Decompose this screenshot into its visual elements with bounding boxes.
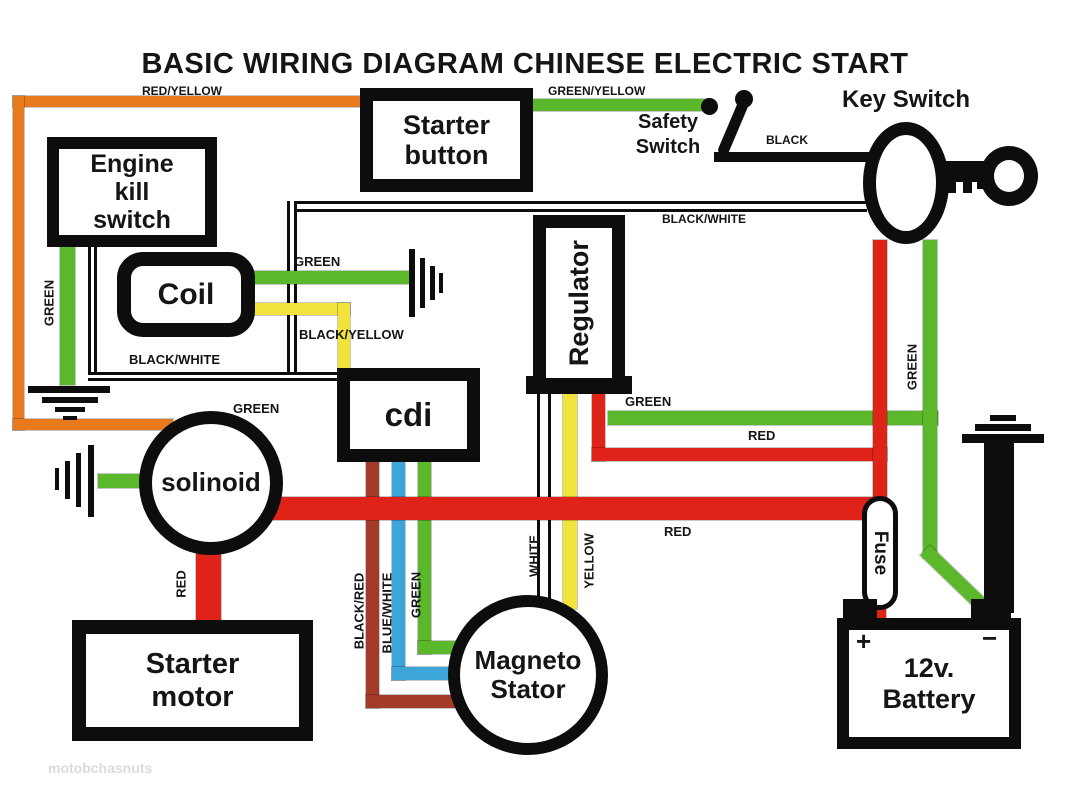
magneto-stator-circle: Magneto Stator <box>448 595 608 755</box>
wire-black-red-horizontal <box>366 695 466 708</box>
wire-label-black-white-coil: BLACK/WHITE <box>129 352 220 367</box>
battery-box: 12v. Battery <box>837 618 1021 749</box>
battery-label: 12v. Battery <box>882 653 976 714</box>
wire-label-black-white-key: BLACK/WHITE <box>662 212 746 226</box>
wire-black-white-key-horizontal <box>287 201 867 212</box>
safety-switch-label: Safety Switch <box>635 111 701 158</box>
wire-label-green-key: GREEN <box>904 343 920 391</box>
ground-bar <box>55 407 85 412</box>
fuse: Fuse <box>862 496 898 610</box>
ground-bar <box>88 445 94 517</box>
wire-label-red-regulator: RED <box>748 428 776 443</box>
wire-label-black: BLACK <box>766 133 808 147</box>
wire-red-yellow-left <box>13 96 24 430</box>
key-shaft <box>938 161 990 182</box>
wire-black-white-coil-horizontal <box>88 372 346 381</box>
wire-black-white-coil-vertical <box>88 247 97 381</box>
wire-black <box>714 152 870 162</box>
wire-red-regulator <box>592 448 887 461</box>
wire-label-yellow: YELLOW <box>581 533 597 589</box>
wire-green-kill <box>60 247 75 385</box>
wire-red-bus <box>268 497 875 520</box>
wire-label-green-kill: GREEN <box>41 279 57 327</box>
magneto-stator-label: Magneto Stator <box>474 644 582 704</box>
starter-motor-box: Starter motor <box>72 620 313 741</box>
wire-green-regulator <box>608 411 938 425</box>
cdi-label: cdi <box>384 395 433 433</box>
ground-bar <box>962 434 1044 443</box>
wire-green-cdi-vertical <box>418 458 431 654</box>
wire-label-black-red: BLACK/RED <box>351 572 367 650</box>
ground-bar <box>42 397 98 403</box>
coil-label: Coil <box>157 277 215 311</box>
key-ring <box>863 122 949 244</box>
key-switch-label: Key Switch <box>842 86 971 113</box>
battery-minus-sign: − <box>982 623 998 653</box>
key-tooth <box>963 180 972 193</box>
cdi-box: cdi <box>337 368 480 462</box>
solinoid-circle: solinoid <box>139 411 283 555</box>
starter-button-label: Starter button <box>402 109 491 170</box>
starter-motor-label: Starter motor <box>145 648 240 713</box>
coil-box: Coil <box>117 252 255 337</box>
wire-label-blue-white: BLUE/WHITE <box>379 572 395 654</box>
engine-kill-switch-label: Engine kill switch <box>90 150 174 234</box>
diagram-title: BASIC WIRING DIAGRAM CHINESE ELECTRIC ST… <box>141 48 909 80</box>
wire-green-key <box>923 240 937 558</box>
wire-label-green-regulator: GREEN <box>625 394 672 409</box>
ground-bar <box>420 258 425 308</box>
key-bow <box>980 146 1038 206</box>
ground-bar <box>63 416 77 420</box>
wire-label-green-cdi: GREEN <box>408 571 424 619</box>
wire-label-white: WHITE <box>526 535 542 577</box>
battery-terminal-positive <box>843 599 877 621</box>
ground-post <box>984 443 1014 613</box>
ground-bar <box>76 453 81 507</box>
wire-label-green-coil: GREEN <box>294 254 341 269</box>
ground-bar <box>28 386 110 393</box>
battery-terminal-negative <box>971 599 1011 621</box>
wire-label-green-solinoid: GREEN <box>233 401 280 416</box>
battery-plus-sign: + <box>856 626 872 656</box>
wire-black-yellow-vertical <box>338 303 350 373</box>
wire-blue-white-horizontal <box>392 667 456 680</box>
wire-label-red-bus: RED <box>664 524 692 539</box>
wire-black-white-key-vertical <box>287 201 297 377</box>
solinoid-label: solinoid <box>161 467 261 498</box>
wire-red-yellow-bottom <box>13 419 173 430</box>
wire-red-key <box>873 240 887 500</box>
wire-white <box>537 391 551 599</box>
wire-black-red-vertical <box>366 458 379 708</box>
wire-black-yellow-horizontal <box>250 303 350 315</box>
regulator-label: Regulator <box>563 239 594 366</box>
ground-bar <box>409 249 415 317</box>
ground-bar <box>55 468 59 490</box>
safety-switch-lever <box>716 94 752 158</box>
wire-label-black-yellow: BLACK/YELLOW <box>299 327 404 342</box>
fuse-label: Fuse <box>870 530 892 576</box>
wire-label-green-yellow: GREEN/YELLOW <box>548 84 646 98</box>
wire-green-solinoid <box>98 474 144 488</box>
safety-switch-contact <box>701 98 718 115</box>
wire-label-red-starter: RED <box>173 570 189 598</box>
ground-bar <box>975 424 1031 431</box>
wire-red-regulator-stub <box>592 391 605 461</box>
ground-bar <box>990 415 1016 421</box>
wire-red-starter <box>196 545 221 625</box>
watermark: motobchasnuts <box>48 760 153 776</box>
regulator-box: Regulator <box>533 215 625 391</box>
ground-bar <box>439 273 443 293</box>
ground-bar <box>430 266 435 300</box>
wire-label-red-yellow: RED/YELLOW <box>142 84 222 98</box>
engine-kill-switch-box: Engine kill switch <box>47 137 217 247</box>
wire-red-yellow-top <box>13 96 365 107</box>
ground-bar <box>65 461 70 499</box>
wire-green-coil <box>253 271 409 284</box>
wire-green-yellow <box>533 99 708 111</box>
key-tooth <box>947 180 956 193</box>
starter-button-box: Starter button <box>360 88 533 192</box>
